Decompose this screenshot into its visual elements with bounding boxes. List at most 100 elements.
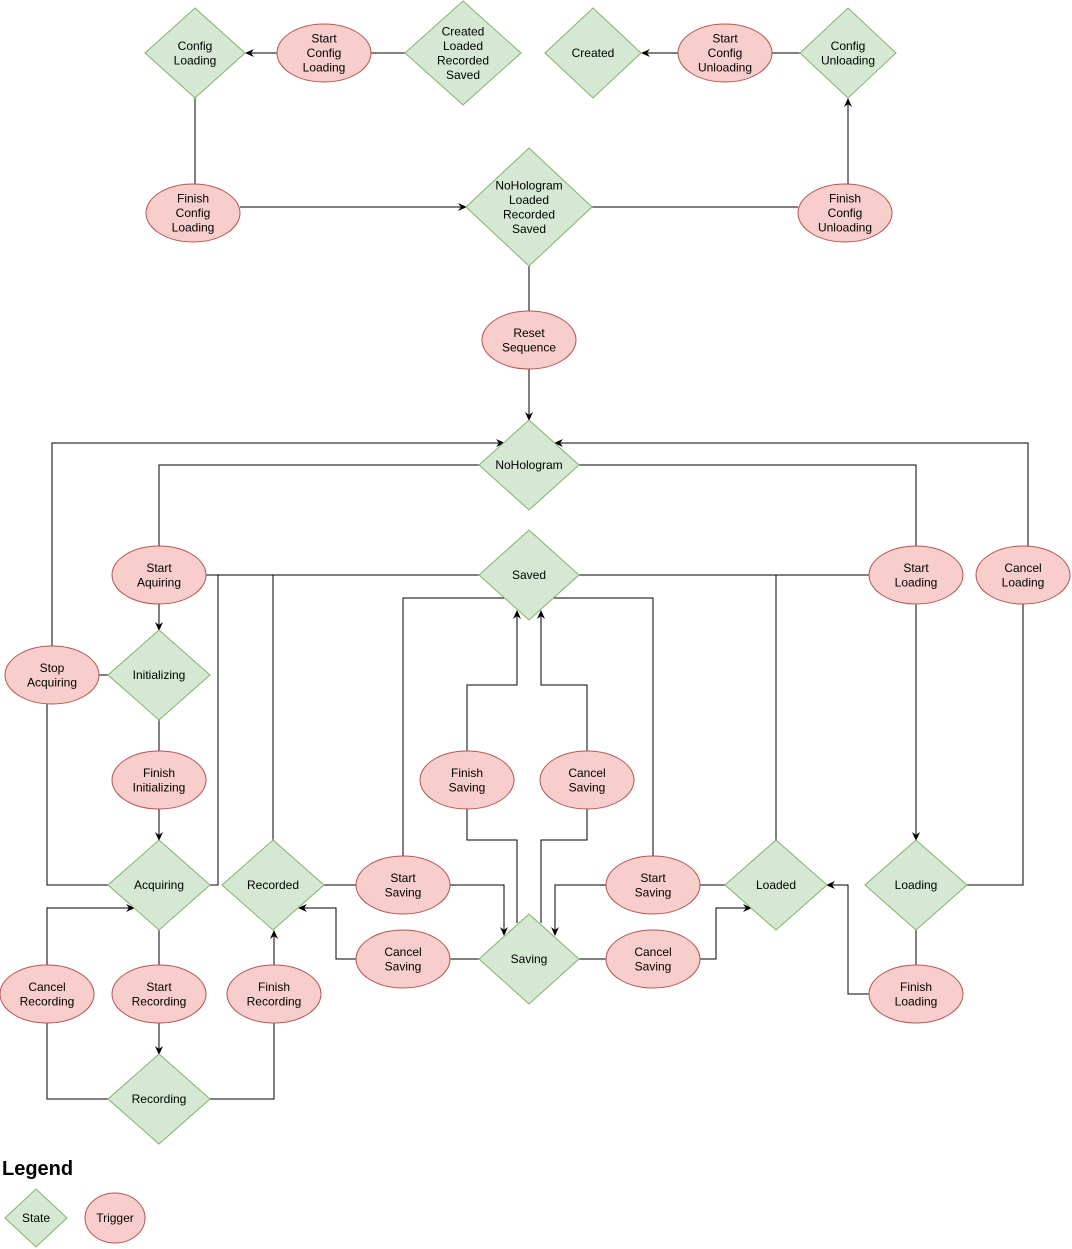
state-saving[interactable]: Saving <box>478 913 580 1005</box>
state-diamond <box>478 529 580 621</box>
state-recording[interactable]: Recording <box>107 1053 211 1145</box>
node-label: Saving <box>635 959 672 973</box>
node-label: Loading <box>895 575 938 589</box>
node-label: Aquiring <box>137 575 181 589</box>
node-label: Finish <box>258 980 290 994</box>
state-noHolo[interactable]: NoHologram <box>478 419 580 511</box>
node-label: Recording <box>132 994 187 1008</box>
trigger-ellipse <box>355 855 451 915</box>
transition-line <box>466 809 518 923</box>
node-label: Start <box>390 871 416 885</box>
node-label: Cancel <box>28 980 65 994</box>
node-label: Reset <box>513 326 545 340</box>
transition-line <box>46 704 108 886</box>
state-diamond <box>799 7 897 99</box>
node-label: Finish <box>900 980 932 994</box>
node-label: Config <box>178 39 213 53</box>
state-loaded[interactable]: Loaded <box>724 839 828 931</box>
node-label: Acquiring <box>134 878 184 892</box>
node-label: Loading <box>174 53 217 67</box>
transition-arrow <box>450 884 508 936</box>
node-label: Config <box>828 206 863 220</box>
node-label: Loading <box>172 221 215 235</box>
node-label: Saved <box>512 568 546 582</box>
node-label: Unloading <box>698 61 752 75</box>
node-label: Loaded <box>756 878 796 892</box>
transition-arrow <box>537 610 588 751</box>
node-label: NoHologram <box>495 458 562 472</box>
node-label: Initializing <box>133 668 186 682</box>
trigger-ellipse <box>4 645 100 705</box>
state-recorded[interactable]: Recorded <box>221 839 325 931</box>
node-label: Cancel <box>634 945 671 959</box>
transition-line <box>210 1023 275 1100</box>
node-label: Finish <box>829 192 861 206</box>
node-label: Loading <box>895 994 938 1008</box>
legend-state-label: State <box>22 1211 50 1225</box>
state-diamond <box>465 147 593 267</box>
state-saved[interactable]: Saved <box>478 529 580 621</box>
state-loading[interactable]: Loading <box>864 839 968 931</box>
transition-line <box>540 809 588 923</box>
transition-line <box>967 604 1024 886</box>
transition-arrow <box>700 904 752 960</box>
node-label: Config <box>176 206 211 220</box>
node-label: Loaded <box>443 39 483 53</box>
trigger-ellipse <box>111 964 207 1024</box>
transition-line <box>46 1023 108 1100</box>
node-label: Start <box>146 561 172 575</box>
state-acquiring[interactable]: Acquiring <box>107 839 211 931</box>
state-diamond <box>107 839 211 931</box>
node-label: Start <box>640 871 666 885</box>
legend: State Trigger <box>4 1188 146 1248</box>
state-created[interactable]: Created <box>544 7 642 99</box>
trigger-ellipse <box>605 929 701 989</box>
transition-arrow <box>298 904 356 960</box>
trigger-ellipse <box>868 545 964 605</box>
trigger-ellipse <box>481 310 577 370</box>
node-label: Start <box>712 32 738 46</box>
legend-trigger-label: Trigger <box>96 1211 134 1225</box>
node-label: Start <box>311 32 337 46</box>
node-label: Config <box>831 39 866 53</box>
trigger-ellipse <box>605 855 701 915</box>
state-diamond <box>864 839 968 931</box>
state-diamond <box>107 629 211 721</box>
node-label: Initializing <box>133 780 186 794</box>
trigger-ellipse <box>868 964 964 1024</box>
transition-arrow <box>551 884 606 936</box>
node-label: Loading <box>303 61 346 75</box>
node-label: Finish <box>143 766 175 780</box>
trigger-ellipse <box>539 750 635 810</box>
state-initializing[interactable]: Initializing <box>107 629 211 721</box>
node-label: Saving <box>569 780 606 794</box>
legend-title: Legend <box>2 1158 74 1180</box>
state-diamond <box>404 0 522 106</box>
node-label: Saving <box>635 885 672 899</box>
